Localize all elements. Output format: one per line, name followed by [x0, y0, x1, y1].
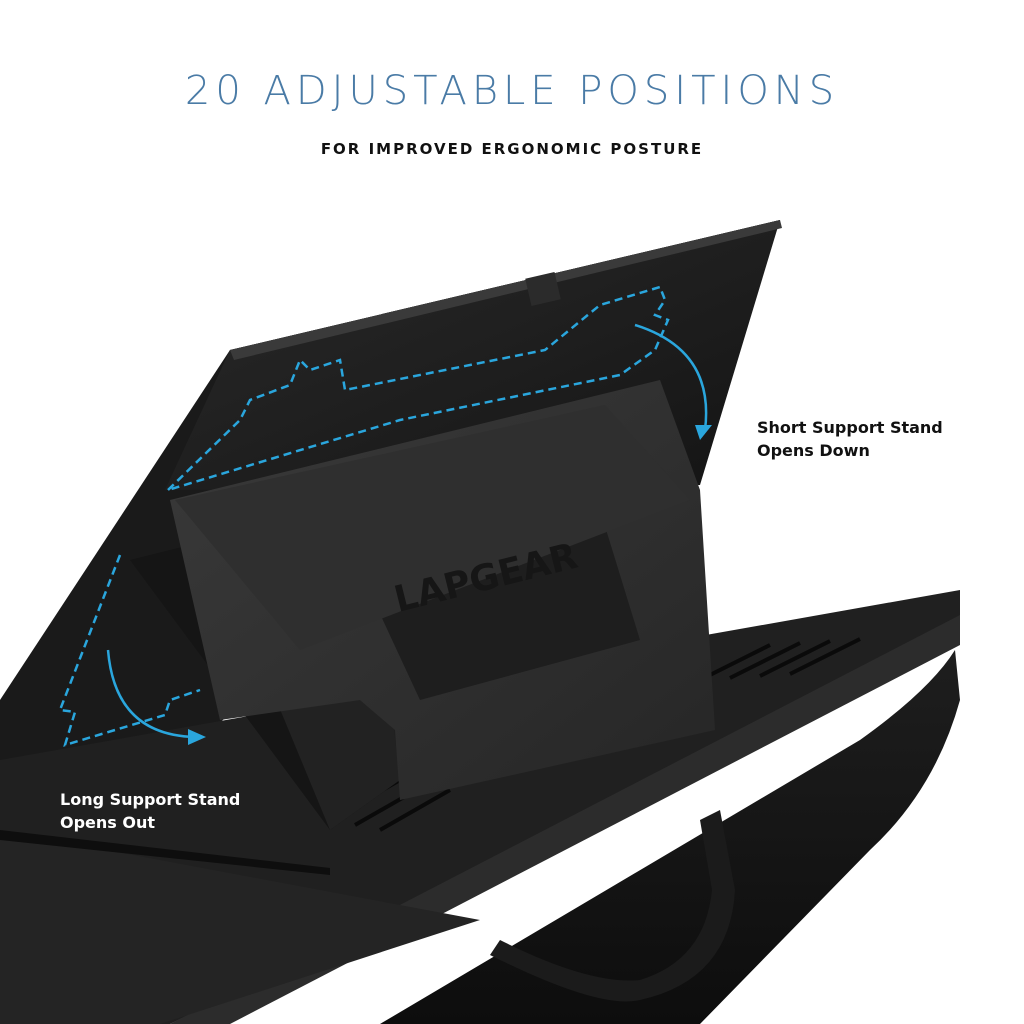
arrow-opens-down-icon	[634, 323, 708, 431]
callout-short-support-stand: Short Support Stand Opens Down	[757, 416, 943, 462]
arrow-opens-out-icon	[106, 649, 196, 739]
headline-subtitle: FOR IMPROVED ERGONOMIC POSTURE	[320, 140, 704, 158]
arrow-opens-out-head	[188, 729, 206, 745]
callout-long-line1: Long Support Stand	[60, 790, 241, 809]
long-stand-outline	[58, 554, 201, 747]
carry-handle	[490, 810, 735, 1002]
short-support-stand: LAPGEAR	[170, 380, 715, 800]
callout-long-line2: Opens Out	[60, 813, 156, 832]
callout-long-support-stand: Long Support Stand Opens Out	[60, 788, 240, 834]
callout-short-line2: Opens Down	[757, 441, 870, 460]
callout-short-line1: Short Support Stand	[757, 418, 943, 437]
short-stand-outline	[167, 285, 670, 492]
arrow-opens-down-head	[695, 425, 712, 440]
headline-title: 20 ADJUSTABLE POSITIONS	[184, 68, 840, 114]
cushion-base	[380, 650, 960, 1024]
